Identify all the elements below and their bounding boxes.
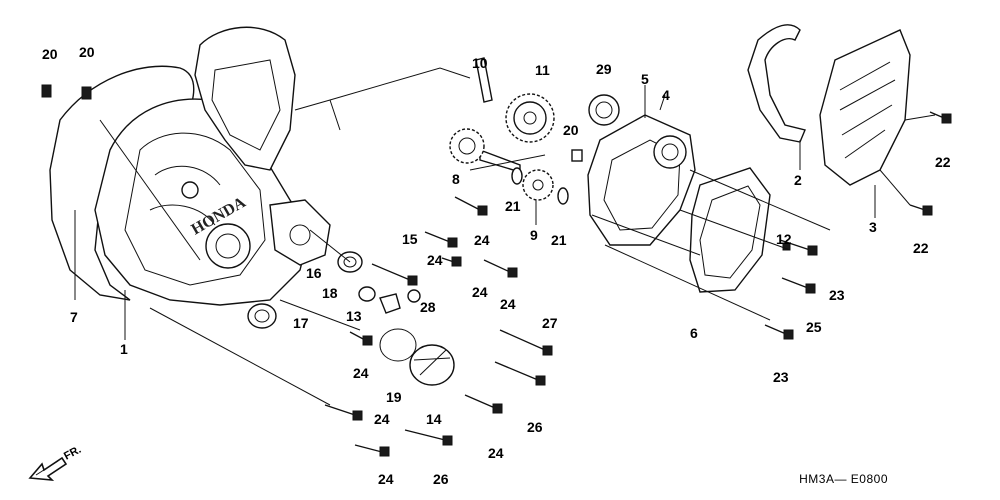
callout-4: 4 <box>662 87 670 103</box>
callout-16: 16 <box>306 265 322 281</box>
callout-20c: 20 <box>563 122 579 138</box>
filler-cap-14 <box>409 344 455 386</box>
callout-28: 28 <box>420 299 436 315</box>
callout-10: 10 <box>472 55 488 71</box>
callout-29: 29 <box>596 61 612 77</box>
callout-3: 3 <box>869 219 877 235</box>
bolt-set <box>41 84 952 457</box>
callout-9: 9 <box>530 227 538 243</box>
cover-6 <box>689 167 771 293</box>
callout-21b: 21 <box>551 232 567 248</box>
bearing-29 <box>588 94 620 126</box>
callout-12: 12 <box>776 231 792 247</box>
callout-24c: 24 <box>472 284 488 300</box>
callout-26a: 26 <box>527 419 543 435</box>
gear-11 <box>505 93 555 143</box>
callout-8: 8 <box>452 171 460 187</box>
inner-cover-frame <box>194 26 296 171</box>
callout-7: 7 <box>70 309 78 325</box>
callout-24e: 24 <box>353 365 369 381</box>
callout-19: 19 <box>386 389 402 405</box>
callout-24a: 24 <box>474 232 490 248</box>
callout-22a: 22 <box>935 154 951 170</box>
front-arrow-icon <box>28 456 68 481</box>
callout-21a: 21 <box>505 198 521 214</box>
gear-9 <box>522 169 554 201</box>
sprocket-cover-3 <box>819 29 911 186</box>
callout-1: 1 <box>120 341 128 357</box>
callout-6: 6 <box>690 325 698 341</box>
reference-lines <box>74 67 936 406</box>
callout-24f: 24 <box>374 411 390 427</box>
gear-shaft-8 <box>449 128 521 173</box>
callout-23b: 23 <box>773 369 789 385</box>
callout-26b: 26 <box>433 471 449 487</box>
callout-5: 5 <box>641 71 649 87</box>
callout-24b: 24 <box>427 252 443 268</box>
callout-17: 17 <box>293 315 309 331</box>
callout-18: 18 <box>322 285 338 301</box>
callout-11: 11 <box>535 62 550 78</box>
callout-23a: 23 <box>829 287 845 303</box>
dowel-pin-10 <box>475 57 493 103</box>
callout-22b: 22 <box>913 240 929 256</box>
callout-24d: 24 <box>500 296 516 312</box>
oil-seal-17 <box>247 303 277 329</box>
callout-14: 14 <box>426 411 442 427</box>
callout-20a: 20 <box>42 46 58 62</box>
diagram-reference-code: HM3A— E0800 <box>799 472 888 486</box>
callout-24h: 24 <box>378 471 394 487</box>
o-ring-19 <box>379 328 417 362</box>
callout-2: 2 <box>794 172 802 188</box>
callout-20b: 20 <box>79 44 95 60</box>
callout-15: 15 <box>402 231 418 247</box>
callout-24g: 24 <box>488 445 504 461</box>
callout-25: 25 <box>806 319 822 335</box>
callout-13: 13 <box>346 308 362 324</box>
callout-27: 27 <box>542 315 558 331</box>
bracket-2 <box>747 24 806 143</box>
